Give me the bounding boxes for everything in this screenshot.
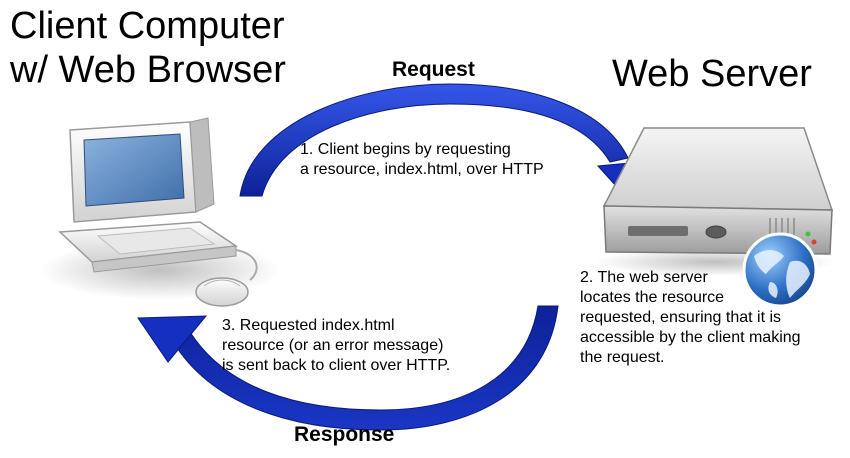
server-step-line: requested, ensuring that it is xyxy=(580,309,782,326)
server-step-line: accessible by the client making xyxy=(580,329,801,346)
server-step-text: 2. The web server locates the resource r… xyxy=(580,268,801,368)
desktop-computer-icon xyxy=(40,117,280,307)
server-step-line: locates the resource xyxy=(580,289,725,306)
server-step-line: 2. The web server xyxy=(580,269,708,286)
client-title-line1: Client Computer xyxy=(10,5,285,47)
request-step-line: a resource, index.html, over HTTP xyxy=(300,161,544,178)
client-title-line2: w/ Web Browser xyxy=(10,49,286,91)
client-title: Client Computer w/ Web Browser xyxy=(10,4,286,92)
response-step-line: resource (or an error message) xyxy=(222,337,444,354)
globe-icon xyxy=(742,232,818,308)
server-title: Web Server xyxy=(612,53,812,95)
response-step-text: 3. Requested index.html resource (or an … xyxy=(222,316,450,376)
request-label: Request xyxy=(392,58,475,81)
response-arrow xyxy=(137,305,559,431)
response-label: Response xyxy=(294,423,395,446)
request-step-text: 1. Client begins by requesting a resourc… xyxy=(300,140,544,180)
response-step-line: is sent back to client over HTTP. xyxy=(222,357,451,374)
server-step-line: the request. xyxy=(580,349,665,366)
request-step-line: 1. Client begins by requesting xyxy=(300,141,511,158)
response-step-line: 3. Requested index.html xyxy=(222,317,395,334)
